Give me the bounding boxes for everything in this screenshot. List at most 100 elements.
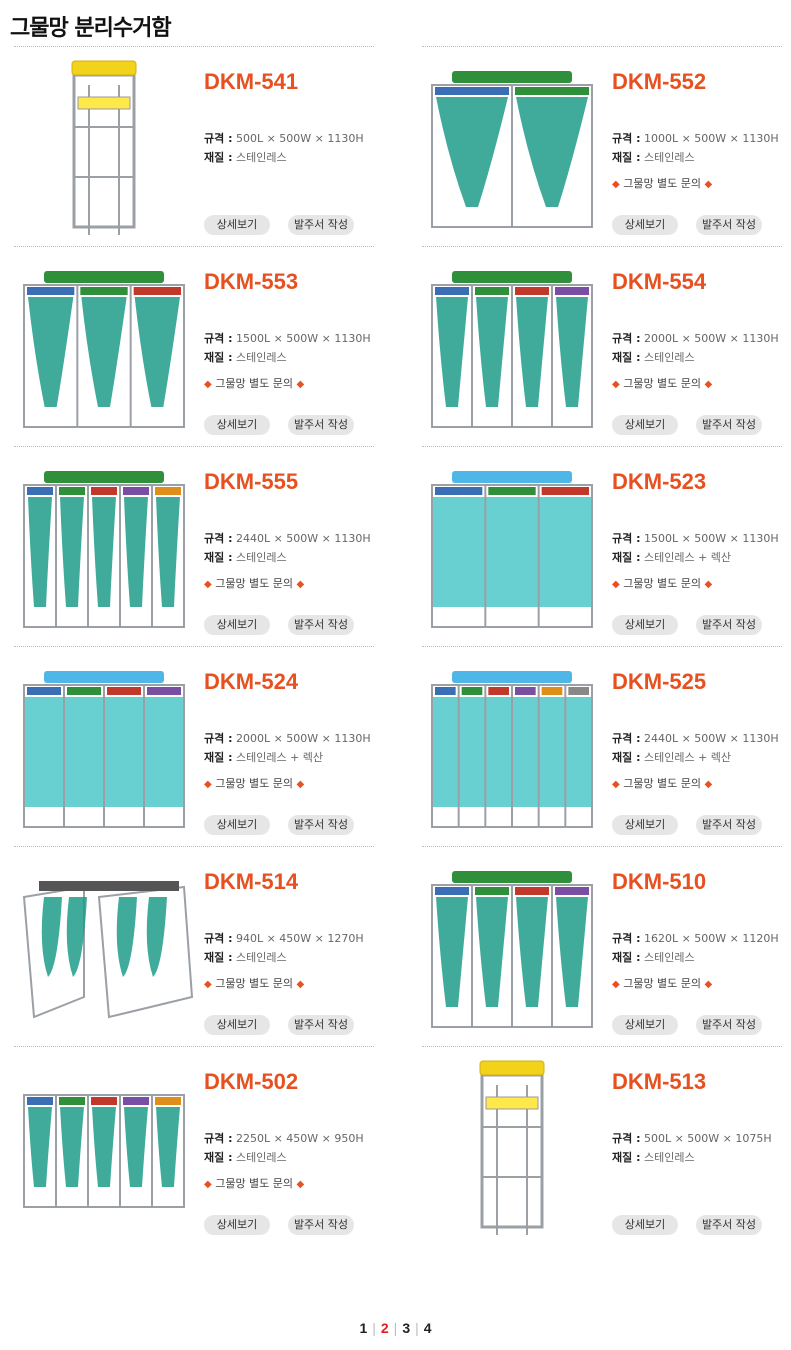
product-thumbnail[interactable]	[422, 257, 602, 442]
product-card: DKM-553 규격 : 1500L × 500W × 1130H 재질 : 스…	[14, 246, 374, 446]
page-link-1[interactable]: 1	[359, 1320, 368, 1336]
net-inquiry-note: ◆ 그물망 별도 문의 ◆	[612, 975, 712, 991]
material-key: 재질 :	[612, 351, 641, 364]
net-inquiry-text: 그물망 별도 문의	[623, 777, 702, 790]
size-key: 규격 :	[612, 532, 641, 545]
product-info: DKM-525 규격 : 2440L × 500W × 1130H 재질 : 스…	[612, 647, 787, 847]
net-inquiry-note: ◆ 그물망 별도 문의 ◆	[204, 775, 304, 791]
product-thumbnail[interactable]	[14, 57, 194, 242]
order-form-button[interactable]: 발주서 작성	[696, 815, 762, 835]
page-link-3[interactable]: 3	[402, 1320, 411, 1336]
product-thumbnail[interactable]	[14, 657, 194, 842]
order-form-button[interactable]: 발주서 작성	[696, 615, 762, 635]
diamond-icon: ◆	[612, 979, 620, 990]
product-card: DKM-554 규격 : 2000L × 500W × 1130H 재질 : 스…	[422, 246, 782, 446]
net-inquiry-text: 그물망 별도 문의	[215, 1177, 294, 1190]
detail-button[interactable]: 상세보기	[204, 415, 270, 435]
size-key: 규격 :	[612, 132, 641, 145]
diamond-icon: ◆	[296, 979, 305, 990]
size-value: 500L × 500W × 1075H	[643, 1132, 772, 1145]
product-model[interactable]: DKM-523	[612, 469, 707, 494]
product-thumbnail[interactable]	[422, 657, 602, 842]
order-form-button[interactable]: 발주서 작성	[288, 215, 354, 235]
material-value: 스테인레스 + 렉산	[643, 751, 732, 764]
diamond-icon: ◆	[204, 979, 212, 990]
product-material: 재질 : 스테인레스	[204, 149, 287, 165]
detail-button[interactable]: 상세보기	[204, 1015, 270, 1035]
detail-button[interactable]: 상세보기	[612, 215, 678, 235]
order-form-button[interactable]: 발주서 작성	[288, 1215, 354, 1235]
detail-button[interactable]: 상세보기	[204, 615, 270, 635]
order-form-button[interactable]: 발주서 작성	[696, 1015, 762, 1035]
diamond-icon: ◆	[704, 579, 713, 590]
product-thumbnail[interactable]	[14, 457, 194, 642]
detail-button[interactable]: 상세보기	[612, 1215, 678, 1235]
product-image	[431, 71, 593, 228]
detail-button[interactable]: 상세보기	[612, 815, 678, 835]
diamond-icon: ◆	[204, 779, 212, 790]
product-thumbnail[interactable]	[422, 57, 602, 242]
product-image	[431, 871, 593, 1028]
product-model[interactable]: DKM-555	[204, 469, 299, 494]
order-form-button[interactable]: 발주서 작성	[696, 1215, 762, 1235]
product-thumbnail[interactable]	[14, 857, 194, 1042]
product-model[interactable]: DKM-552	[612, 69, 707, 94]
product-model[interactable]: DKM-541	[204, 69, 299, 94]
net-inquiry-note: ◆ 그물망 별도 문의 ◆	[204, 375, 304, 391]
order-form-button[interactable]: 발주서 작성	[288, 615, 354, 635]
order-form-button[interactable]: 발주서 작성	[288, 1015, 354, 1035]
material-key: 재질 :	[612, 951, 641, 964]
product-image	[479, 1060, 545, 1235]
material-value: 스테인레스	[235, 551, 287, 564]
detail-button[interactable]: 상세보기	[612, 615, 678, 635]
detail-button[interactable]: 상세보기	[204, 815, 270, 835]
product-material: 재질 : 스테인레스 + 렉산	[612, 549, 731, 565]
order-form-button[interactable]: 발주서 작성	[288, 415, 354, 435]
net-inquiry-text: 그물망 별도 문의	[623, 177, 702, 190]
product-thumbnail[interactable]	[422, 857, 602, 1042]
product-info: DKM-514 규격 : 940L × 450W × 1270H 재질 : 스테…	[204, 847, 379, 1047]
product-image	[22, 881, 194, 1019]
product-info: DKM-555 규격 : 2440L × 500W × 1130H 재질 : 스…	[204, 447, 379, 647]
product-model[interactable]: DKM-502	[204, 1069, 299, 1094]
product-model[interactable]: DKM-553	[204, 269, 299, 294]
product-model[interactable]: DKM-513	[612, 1069, 707, 1094]
product-size: 규격 : 2250L × 450W × 950H	[204, 1130, 364, 1146]
product-material: 재질 : 스테인레스	[204, 1149, 287, 1165]
product-thumbnail[interactable]	[422, 457, 602, 642]
material-value: 스테인레스	[235, 1151, 287, 1164]
diamond-icon: ◆	[296, 779, 305, 790]
detail-button[interactable]: 상세보기	[612, 1015, 678, 1035]
diamond-icon: ◆	[612, 779, 620, 790]
material-value: 스테인레스 + 렉산	[235, 751, 324, 764]
product-thumbnail[interactable]	[422, 1057, 602, 1242]
order-form-button[interactable]: 발주서 작성	[288, 815, 354, 835]
detail-button[interactable]: 상세보기	[612, 415, 678, 435]
product-info: DKM-523 규격 : 1500L × 500W × 1130H 재질 : 스…	[612, 447, 787, 647]
net-inquiry-text: 그물망 별도 문의	[623, 577, 702, 590]
product-model[interactable]: DKM-514	[204, 869, 299, 894]
size-key: 규격 :	[204, 332, 233, 345]
product-model[interactable]: DKM-510	[612, 869, 707, 894]
material-key: 재질 :	[204, 1151, 233, 1164]
product-model[interactable]: DKM-525	[612, 669, 707, 694]
product-size: 규격 : 1000L × 500W × 1130H	[612, 130, 779, 146]
product-card: DKM-514 규격 : 940L × 450W × 1270H 재질 : 스테…	[14, 846, 374, 1046]
net-inquiry-text: 그물망 별도 문의	[215, 977, 294, 990]
product-model[interactable]: DKM-524	[204, 669, 299, 694]
page-link-4[interactable]: 4	[423, 1320, 432, 1336]
pagination-separator: |	[393, 1320, 398, 1336]
detail-button[interactable]: 상세보기	[204, 1215, 270, 1235]
product-thumbnail[interactable]	[14, 257, 194, 442]
order-form-button[interactable]: 발주서 작성	[696, 415, 762, 435]
detail-button[interactable]: 상세보기	[204, 215, 270, 235]
product-card: DKM-524 규격 : 2000L × 500W × 1130H 재질 : 스…	[14, 646, 374, 846]
product-material: 재질 : 스테인레스	[612, 949, 695, 965]
product-thumbnail[interactable]	[14, 1057, 194, 1242]
size-value: 1000L × 500W × 1130H	[643, 132, 779, 145]
product-material: 재질 : 스테인레스 + 렉산	[204, 749, 323, 765]
order-form-button[interactable]: 발주서 작성	[696, 215, 762, 235]
product-model[interactable]: DKM-554	[612, 269, 707, 294]
size-key: 규격 :	[204, 1132, 233, 1145]
page-link-2[interactable]: 2	[380, 1320, 389, 1336]
